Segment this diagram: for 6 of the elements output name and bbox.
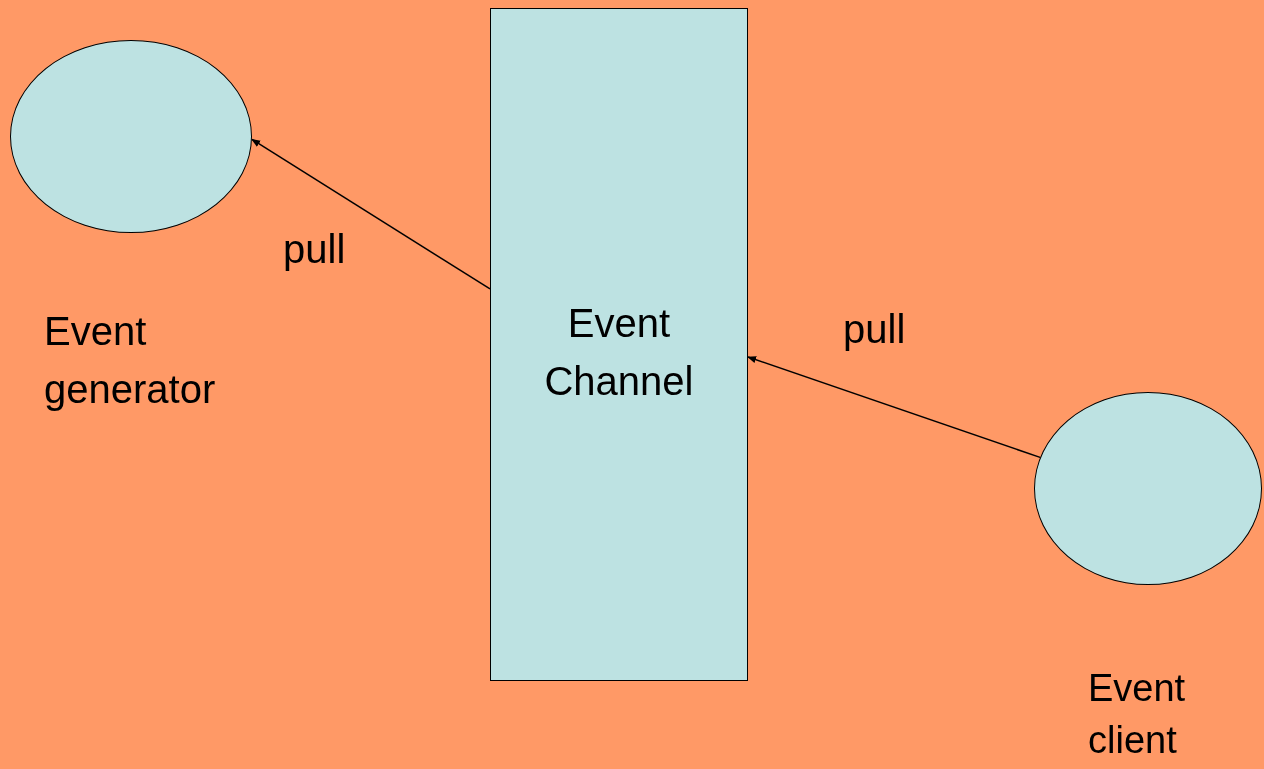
channel-box xyxy=(490,8,748,681)
box-label: Event Channel xyxy=(543,300,695,405)
arrow xyxy=(251,138,491,290)
arrow xyxy=(747,356,1041,459)
ellipse-label: Event client xyxy=(1088,666,1187,763)
ellipse-label: Event generator xyxy=(44,308,217,413)
